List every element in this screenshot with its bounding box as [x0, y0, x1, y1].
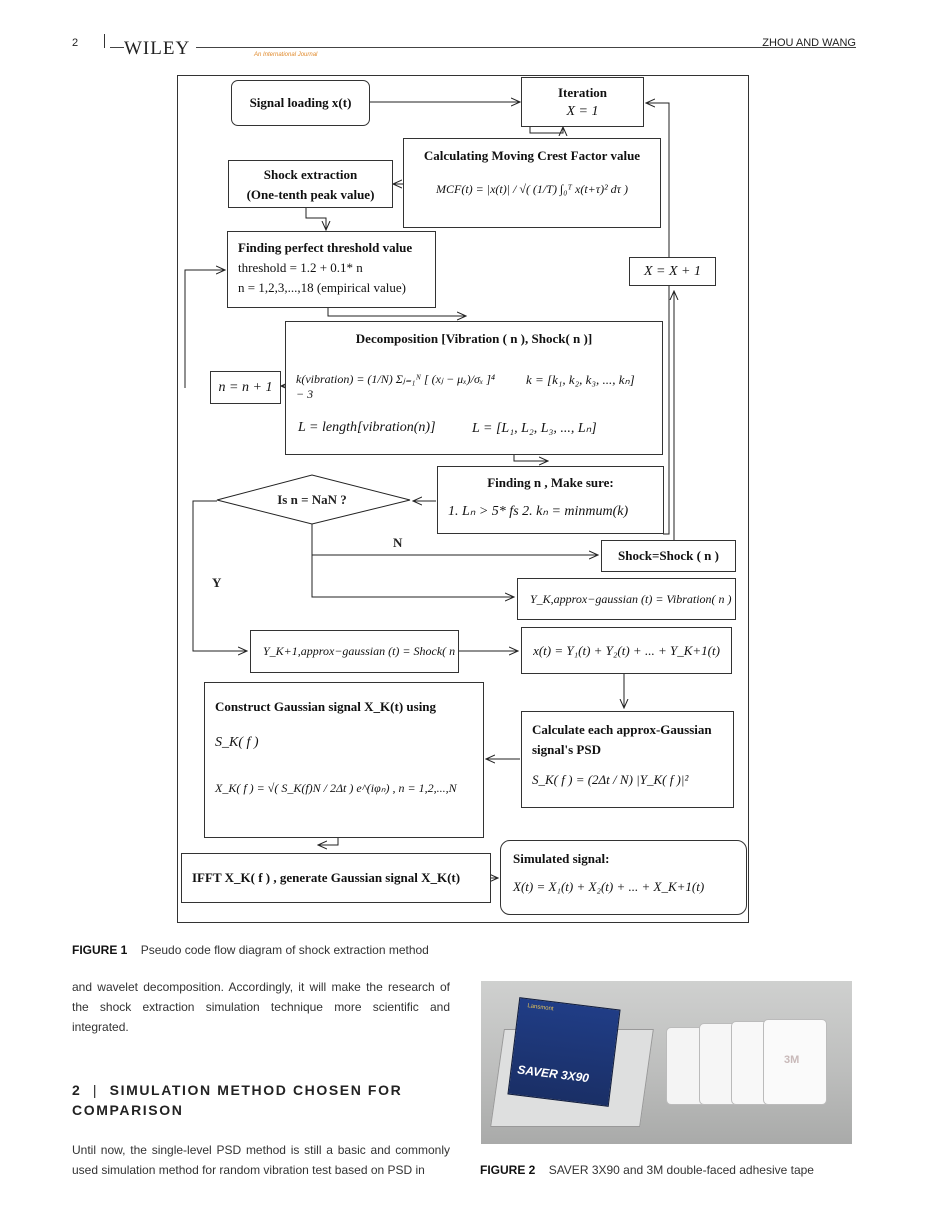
decision-text: Is n = NaN ?: [277, 492, 347, 507]
iteration-title: Iteration: [557, 85, 608, 100]
threshold-line1: threshold = 1.2 + 0.1* n: [238, 260, 363, 275]
shock-assign-text: Shock=Shock ( n ): [618, 548, 719, 563]
finding-conditions: 1. Lₙ > 5* fs 2. kₙ = minmum(k): [448, 504, 629, 519]
shock-extraction-line1: Shock extraction: [263, 167, 358, 182]
journal-subtitle: An International Journal: [254, 52, 318, 58]
figure2-caption: FIGURE 2 SAVER 3X90 and 3M double-faced …: [480, 1163, 814, 1177]
iteration-value: X = 1: [566, 104, 599, 119]
simulated-title: Simulated signal:: [513, 851, 610, 866]
page-number: 2: [72, 37, 79, 49]
x-increment-box: X = X + 1: [629, 257, 716, 286]
n-increment-box: n = n + 1: [210, 371, 281, 404]
running-head: ZHOU AND WANG: [762, 37, 856, 49]
finding-title: Finding n , Make sure:: [487, 475, 614, 490]
tape-pad-4: 3M: [763, 1019, 827, 1105]
figure2-photo: Lansmont SAVER 3X90 3M: [481, 981, 852, 1144]
l-vector: L = [L₁, L₂, L₃, ..., Lₙ]: [472, 421, 597, 436]
length-formula: L = length[vibration(n)]: [298, 420, 436, 435]
figure1-frame: [177, 75, 749, 923]
section-title: SIMULATION METHOD CHOSEN FOR COMPARISON: [72, 1082, 403, 1118]
saver-device: Lansmont SAVER 3X90: [507, 997, 621, 1107]
k-vector: k = [k₁, k₂, k₃, ..., kₙ]: [526, 372, 635, 387]
sum-box: x(t) = Y₁(t) + Y₂(t) + ... + Y_K+1(t): [521, 627, 732, 674]
journal-logo: WILEY: [124, 38, 197, 60]
figure1-label: FIGURE 1: [72, 943, 128, 957]
label-n: N: [393, 535, 403, 550]
decomposition-title: Decomposition [Vibration ( n ), Shock( n…: [355, 331, 593, 346]
section-number: 2: [72, 1082, 82, 1098]
signal-loading-box: Signal loading x(t): [231, 80, 370, 126]
ifft-box: IFFT X_K( f ) , generate Gaussian signal…: [181, 853, 491, 903]
shock-assign-box: Shock=Shock ( n ): [601, 540, 736, 572]
construct-title: Construct Gaussian signal X_K(t) using: [215, 699, 437, 714]
vibration-assign-box: Y_K,approx−gaussian (t) = Vibration( n ): [517, 578, 736, 620]
finding-box: Finding n , Make sure: 1. Lₙ > 5* fs 2. …: [437, 466, 664, 534]
figure2-text: SAVER 3X90 and 3M double-faced adhesive …: [548, 1163, 814, 1177]
figure2-label: FIGURE 2: [480, 1163, 536, 1177]
construct-sk: S_K( f ): [215, 735, 259, 750]
section-heading: 2 | SIMULATION METHOD CHOSEN FOR COMPARI…: [72, 1082, 403, 1118]
simulated-formula: X(t) = X₁(t) + X₂(t) + ... + X_K+1(t): [513, 879, 705, 894]
vibration-assign-text: Y_K,approx−gaussian (t) = Vibration( n ): [530, 592, 732, 606]
body-paragraph-2: Until now, the single-level PSD method i…: [72, 1143, 450, 1177]
construct-formula: X_K( f ) = √( S_K(f)N / 2Δt ) e^(iφₙ) , …: [215, 781, 457, 795]
psd-title-2: signal's PSD: [532, 742, 601, 757]
body-paragraph-1: and wavelet decomposition. Accordingly, …: [72, 980, 450, 1034]
kurtosis-formula: k(vibration) = (1/N) Σⱼ₌₁ᴺ [ (xⱼ − μₓ)/σ…: [296, 372, 496, 401]
figure1-caption: FIGURE 1 Pseudo code flow diagram of sho…: [72, 943, 429, 957]
sum-formula: x(t) = Y₁(t) + Y₂(t) + ... + Y_K+1(t): [533, 643, 720, 658]
psd-box: Calculate each approx-Gaussian signal's …: [521, 711, 734, 808]
device-brand: Lansmont: [526, 1003, 554, 1013]
threshold-line2: n = 1,2,3,...,18 (empirical value): [238, 280, 406, 295]
psd-formula: S_K( f ) = (2Δt / N) |Y_K( f )|²: [532, 772, 689, 787]
simulated-box: Simulated signal: X(t) = X₁(t) + X₂(t) +…: [500, 840, 747, 915]
threshold-box: Finding perfect threshold value threshol…: [227, 231, 436, 308]
threshold-title: Finding perfect threshold value: [238, 240, 413, 255]
device-label: SAVER 3X90: [516, 1062, 590, 1086]
mcf-box: Calculating Moving Crest Factor value MC…: [403, 138, 661, 228]
mcf-title: Calculating Moving Crest Factor value: [423, 148, 641, 163]
figure1-text: Pseudo code flow diagram of shock extrac…: [140, 943, 429, 957]
header-rule: [110, 47, 856, 48]
header-divider: [104, 34, 105, 48]
tape-brand: 3M: [784, 1054, 800, 1066]
shock-assign2-box: Y_K+1,approx−gaussian (t) = Shock( n ): [250, 630, 459, 699]
shock-extraction-line2: (One-tenth peak value): [246, 187, 375, 202]
ifft-text: IFFT X_K( f ) , generate Gaussian signal…: [192, 870, 461, 885]
iteration-box: Iteration X = 1: [521, 77, 644, 127]
construct-box: Construct Gaussian signal X_K(t) using S…: [204, 682, 484, 838]
decomposition-box: Decomposition [Vibration ( n ), Shock( n…: [285, 321, 663, 455]
shock-extraction-box: Shock extraction (One-tenth peak value): [228, 160, 393, 208]
x-increment-text: X = X + 1: [644, 264, 701, 279]
n-increment-text: n = n + 1: [218, 380, 273, 395]
signal-loading-text: Signal loading x(t): [249, 95, 352, 110]
decision-diamond: [216, 474, 411, 525]
label-y: Y: [212, 575, 222, 590]
psd-title-1: Calculate each approx-Gaussian: [532, 722, 712, 737]
mcf-formula: MCF(t) = |x(t)| / √( (1/T) ∫₀ᵀ x(t+τ)² d…: [436, 182, 628, 196]
